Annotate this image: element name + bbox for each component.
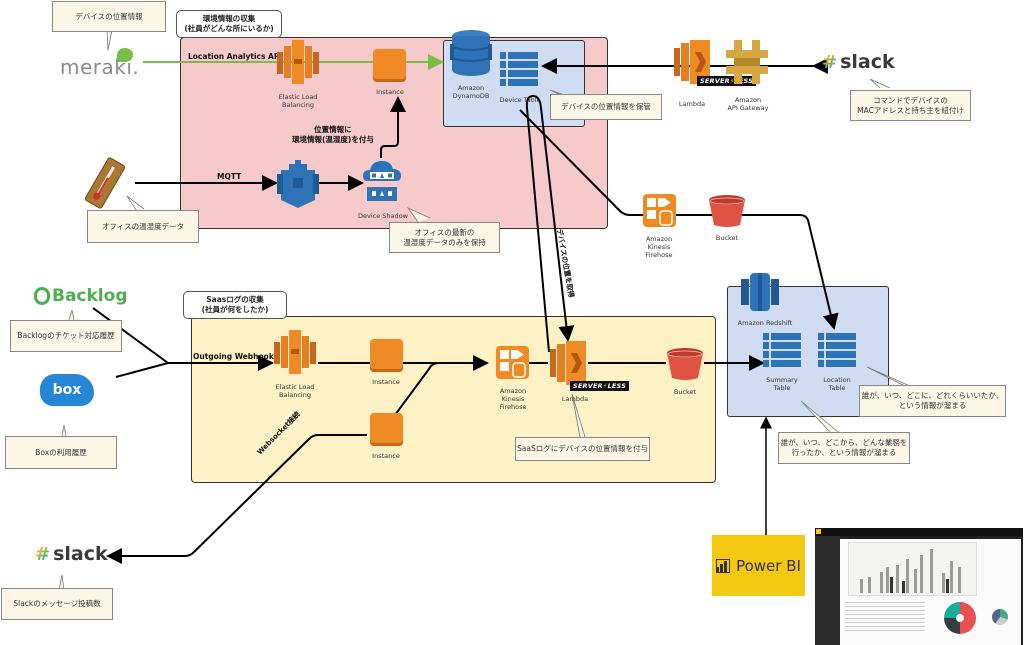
instance3-label: Instance [372, 452, 400, 460]
label-location-api: Location Analytics API [188, 52, 283, 61]
api-gateway-label: Amazon API Gateway [727, 96, 769, 112]
meraki-chat-icon [117, 48, 133, 62]
powerbi-logo: Power BI [712, 535, 805, 596]
label-mqtt: MQTT [217, 172, 242, 181]
powerbi-bar-chart [860, 549, 961, 593]
line-devicetable-lambda2 [525, 94, 575, 353]
instance2-label: Instance [372, 378, 400, 386]
callout-lambda2: SaaSログにデバイスの位置情報を付与 [515, 437, 650, 461]
callout-location-table: 誰が、いつ、どこに、どれくらいいたか、 という情報が溜まる [859, 385, 1006, 417]
bucket2-label: Bucket [673, 388, 697, 396]
instance-icon [373, 49, 406, 82]
location-table-icon [818, 333, 856, 367]
device-shadow-icon [363, 157, 401, 205]
lambda-icon [674, 40, 710, 84]
s3-bucket2-icon [667, 348, 703, 380]
callout-thermometer: オフィスの温湿度データ [87, 210, 199, 243]
firehose2-icon [496, 346, 529, 379]
device-table-label: Device Table [499, 96, 541, 104]
callout-slack-bottom: Slackのメッセージ投稿数 [1, 588, 113, 620]
elb2-icon [274, 330, 316, 374]
callout-box: Boxの利用履歴 [5, 436, 117, 469]
backlog-logo: Backlog [34, 286, 128, 306]
slack-top-logo: # slack [822, 51, 895, 73]
summary-table-label: Summary Table [766, 376, 798, 392]
callout-summary-table: 誰が、いつ、どこから、どんな業務を 行ったか、という情報が溜まる [778, 432, 910, 464]
label-outgoing-webhook: Outgoing Webhook [193, 352, 274, 361]
line-backlog [92, 307, 169, 364]
callout-device-shadow: オフィスの最新の 温湿度データのみを保持 [389, 222, 500, 253]
location-table-label: Location Table [823, 376, 851, 392]
serverless-badge-2: SERVER⚡LESS [570, 381, 630, 391]
instance2-icon [370, 339, 403, 372]
environment-group-title: 環境情報の収集 (社員がどんな所にいるか) [176, 10, 282, 38]
summary-table-icon [763, 333, 801, 367]
s3-bucket-icon [709, 195, 745, 227]
line-websocket [106, 434, 367, 564]
device-table-icon [500, 52, 538, 86]
firehose-top-label: Amazon Kinesis Firehose [645, 235, 673, 259]
instance3-icon [370, 413, 403, 446]
label-enrich: 位置情報に 環境情報(温湿度)を付与 [292, 125, 374, 144]
line-instance3-merge [394, 362, 439, 416]
slack-hash-icon: # [822, 51, 838, 73]
saas-group-title: Saasログの収集 (社員が何をしたか) [183, 291, 287, 319]
dynamodb-label: Amazon DynamoDB [452, 84, 490, 100]
elb1-label: Elastic Load Balancing [278, 93, 318, 109]
powerbi-icon [716, 558, 731, 573]
lambda-top-label: Lambda [678, 100, 706, 108]
api-gateway-icon [726, 40, 768, 84]
redshift-icon [741, 271, 779, 313]
redshift-label: Amazon Redshift [737, 319, 793, 327]
backlog-icon [34, 287, 50, 305]
bucket-top-label: Bucket [715, 234, 739, 242]
powerbi-dashboard-screenshot [815, 528, 1023, 645]
device-shadow-label: Device Shadow [358, 212, 408, 220]
slack-bottom-logo: # slack [35, 543, 108, 565]
lambda2-icon [550, 341, 586, 385]
serverless-badge: SERVER⚡LESS [697, 76, 757, 86]
callout-slack-top: コマンドでデバイスの MACアドレスと持ち主を紐付け [850, 90, 971, 121]
firehose2-label: Amazon Kinesis Firehose [499, 387, 527, 411]
callout-meraki: デバイスの位置情報 [52, 1, 166, 32]
box-logo: box [40, 374, 94, 406]
elb-icon [277, 40, 319, 84]
callout-backlog: Backlogのチケット対応履歴 [10, 320, 122, 352]
slack-hash-icon-2: # [35, 543, 51, 565]
line-shadow-instance [380, 96, 406, 158]
line-box [115, 362, 169, 378]
iot-core-icon [277, 160, 319, 208]
callout-device-table: デバイスの位置情報を保管 [550, 94, 662, 120]
lambda2-label: Lambda [561, 395, 589, 403]
dynamodb-icon [450, 30, 492, 76]
elb2-label: Elastic Load Balancing [275, 383, 315, 399]
instance1-label: Instance [376, 88, 404, 96]
firehose-icon [643, 194, 676, 227]
